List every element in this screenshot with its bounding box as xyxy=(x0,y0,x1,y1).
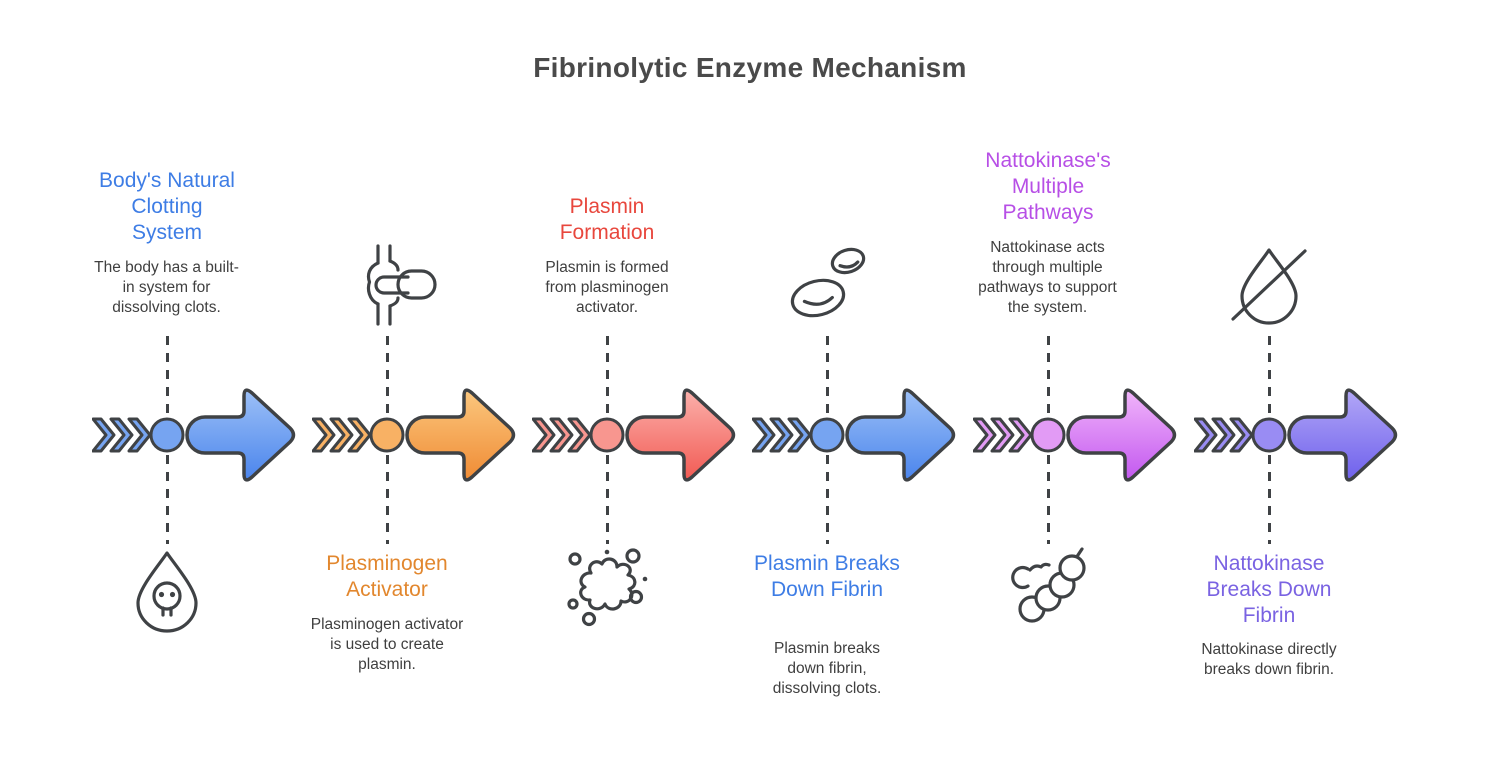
stage-description: The body has a built-in system for disso… xyxy=(94,259,239,316)
flow-arrow xyxy=(92,388,296,482)
node-circle xyxy=(1030,417,1066,453)
node-circle xyxy=(809,417,845,453)
stage-title: Nattokinase Breaks Down Fibrin xyxy=(1206,552,1332,627)
enzyme-splat-icon xyxy=(567,548,648,627)
flow-arrow xyxy=(973,388,1177,482)
stage-title: Plasminogen Activator xyxy=(326,552,448,601)
stage-description: Plasmin breaks down fibrin, dissolving c… xyxy=(772,640,882,697)
arrow-icon xyxy=(1066,388,1177,482)
arrow-icon xyxy=(185,388,296,482)
chevrons-icon xyxy=(973,417,1033,453)
flow-arrow xyxy=(1194,388,1398,482)
stage-description: Plasminogen activator is used to create … xyxy=(310,616,464,673)
chevrons-icon xyxy=(532,417,592,453)
chevrons-icon xyxy=(1194,417,1254,453)
flow-arrow xyxy=(312,388,516,482)
blood-cells-icon xyxy=(790,247,866,318)
arrow-icon xyxy=(625,388,736,482)
chevrons-icon xyxy=(752,417,812,453)
node-circle xyxy=(369,417,405,453)
stage-title: Plasmin Breaks Down Fibrin xyxy=(754,552,900,601)
arrow-icon xyxy=(1287,388,1398,482)
page-title: Fibrinolytic Enzyme Mechanism xyxy=(533,52,967,83)
flow-arrow xyxy=(532,388,736,482)
node-circle xyxy=(589,417,625,453)
node-circle xyxy=(149,417,185,453)
chevrons-icon xyxy=(92,417,152,453)
blood-vessel-capsule-icon xyxy=(366,244,437,326)
stage-title: Nattokinase's Multiple Pathways xyxy=(985,149,1111,224)
stage-title: Body's Natural Clotting System xyxy=(99,169,235,244)
arrow-icon xyxy=(845,388,956,482)
natto-cluster-icon xyxy=(1011,547,1086,623)
chevrons-icon xyxy=(312,417,372,453)
stage-description: Nattokinase acts through multiple pathwa… xyxy=(978,239,1117,316)
no-drop-icon xyxy=(1231,248,1307,325)
arrow-icon xyxy=(405,388,516,482)
flow-arrow xyxy=(752,388,956,482)
poison-drop-icon xyxy=(136,551,198,633)
stage-description: Plasmin is formed from plasminogen activ… xyxy=(545,259,669,316)
stage-description: Nattokinase directly breaks down fibrin. xyxy=(1201,641,1337,678)
stage-title: Plasmin Formation xyxy=(559,195,655,244)
node-circle xyxy=(1251,417,1287,453)
